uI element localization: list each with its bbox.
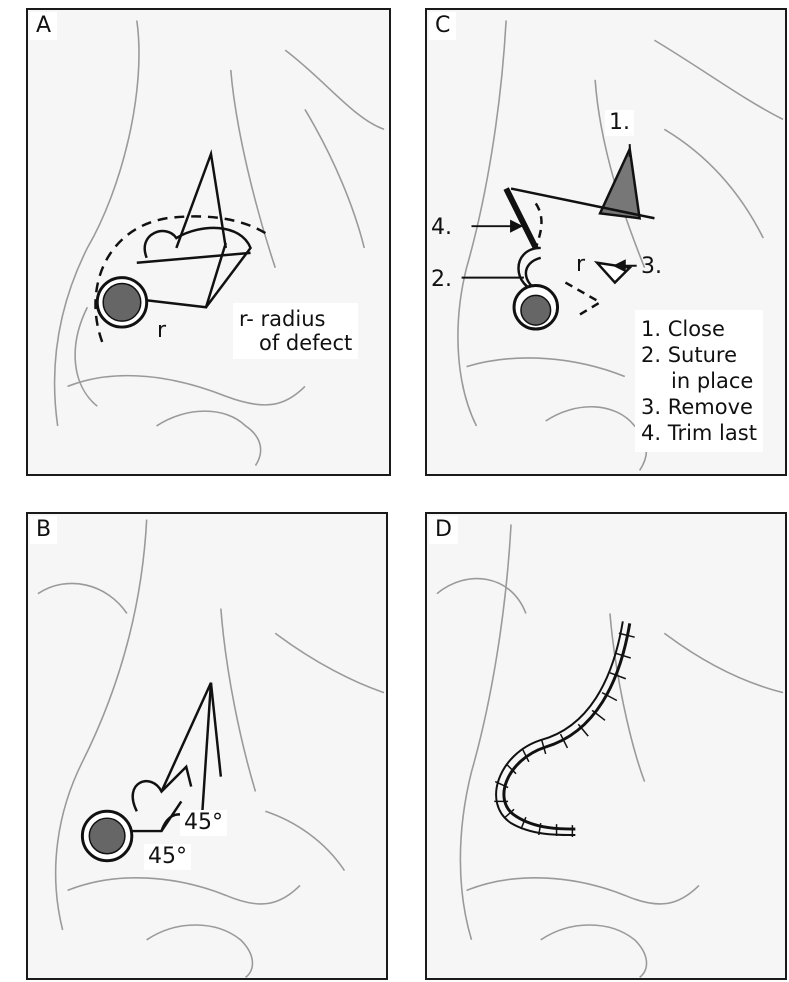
- panel-a-label: A: [30, 12, 57, 40]
- nose-sidewall-line: [56, 520, 147, 930]
- angle-label-upper: 45°: [180, 810, 227, 836]
- defect-circle: [82, 811, 131, 860]
- panel-a-illustration: [28, 10, 389, 474]
- brow-line: [664, 129, 763, 238]
- nasal-tip-line: [467, 358, 625, 377]
- brow-line: [305, 109, 364, 247]
- panel-a: A r r- radius of defect: [26, 8, 391, 476]
- nasal-tip-line: [467, 878, 699, 904]
- trim-strip: [506, 189, 536, 248]
- panel-b-label: B: [30, 516, 57, 544]
- nostril-line: [157, 411, 261, 465]
- brow-line: [437, 579, 526, 614]
- defect-circle: [97, 278, 146, 327]
- cheek-line: [265, 811, 344, 870]
- triangle-flap-outline: [162, 683, 211, 831]
- defect-circle: [514, 286, 558, 330]
- panel-d: D: [425, 512, 787, 980]
- nose-bridge-line: [221, 609, 256, 792]
- brow-line: [38, 583, 127, 613]
- nose-sidewall-line: [55, 20, 139, 426]
- nasal-tip-line: [68, 878, 300, 904]
- bilobed-flap-outline: [145, 228, 251, 307]
- panel-b-illustration: [28, 514, 386, 978]
- legend-item-suture-cont: in place: [641, 368, 757, 394]
- radius-note-line1: r- radius: [239, 307, 352, 331]
- callout-3-label: 3.: [637, 254, 666, 280]
- radius-marker-c: r: [572, 252, 589, 278]
- panel-d-illustration: [427, 514, 785, 978]
- nostril-line: [546, 407, 647, 471]
- nose-sidewall-line: [458, 20, 506, 425]
- panel-d-label: D: [429, 516, 458, 544]
- nasal-tip-line: [68, 376, 305, 405]
- panel-c-label: C: [429, 12, 456, 40]
- step-legend: 1. Close 2. Suture in place 3. Remove 4.…: [635, 310, 763, 452]
- eyelid-line: [664, 633, 783, 692]
- eyelid-line: [654, 40, 783, 119]
- sutured-incision: [494, 621, 634, 837]
- radius-note: r- radius of defect: [233, 303, 358, 359]
- callout-4-label: 4.: [427, 215, 456, 241]
- callout-2-label: 2.: [427, 267, 456, 293]
- legend-item-suture: 2. Suture: [641, 342, 757, 368]
- nostril-line: [147, 925, 253, 977]
- legend-item-remove: 3. Remove: [641, 394, 757, 420]
- callout-1-label: 1.: [605, 110, 634, 136]
- nose-bridge-line: [231, 70, 276, 268]
- eyelid-line: [285, 50, 384, 129]
- radius-marker: r: [153, 318, 170, 344]
- alar-crease-line: [75, 307, 97, 406]
- eyelid-line: [275, 633, 384, 692]
- legend-item-trim: 4. Trim last: [641, 420, 757, 446]
- angle-label-lower: 45°: [144, 844, 191, 870]
- radius-note-line2: of defect: [239, 331, 352, 355]
- triangle-side: [211, 683, 221, 777]
- panel-c: C 1. 4. 2. r 3. 1. Close 2. Suture in pl…: [425, 8, 787, 476]
- nostril-line: [541, 925, 647, 977]
- removed-triangle-dashed: [565, 283, 600, 318]
- panel-b: B 45° 45°: [26, 512, 388, 980]
- legend-item-close: 1. Close: [641, 316, 757, 342]
- trimmed-line-dashed: [536, 203, 542, 248]
- nose-sidewall-line: [460, 524, 511, 939]
